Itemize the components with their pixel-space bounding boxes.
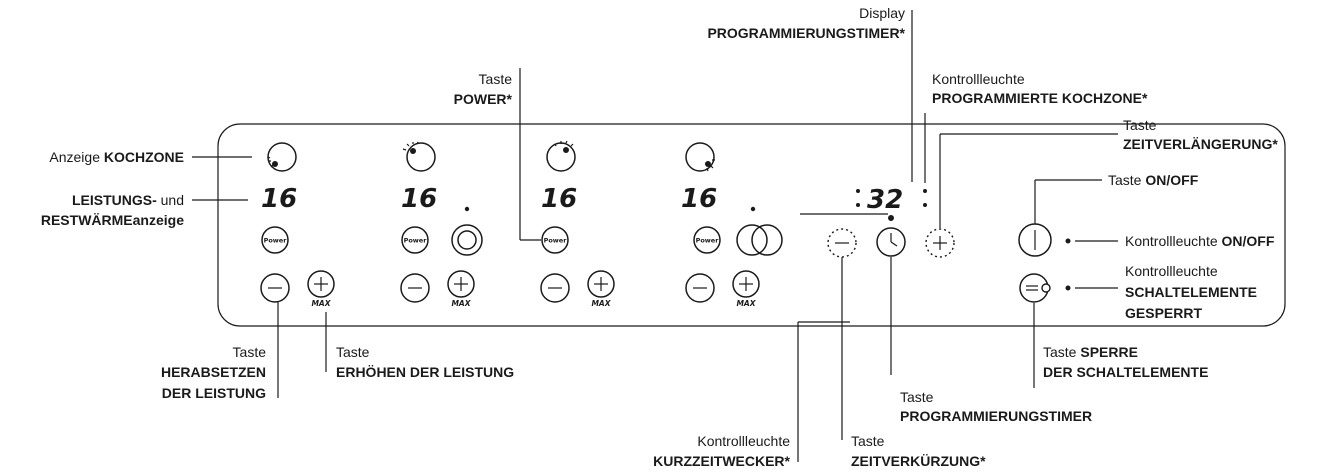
label-lock-lamp-line3: GESPERRT (1125, 305, 1202, 321)
svg-text:Power: Power (404, 237, 428, 245)
label-minute-minder-line2: KURZZEITWECKER* (653, 453, 790, 469)
label-time-extend-line1: Taste (1123, 117, 1157, 133)
power-level-display-4: 16 (681, 184, 717, 214)
dual-zone-button-2[interactable] (451, 224, 483, 256)
svg-text:MAX: MAX (451, 299, 471, 308)
svg-text:Power: Power (544, 237, 568, 245)
label-time-extend-line2: ZEITVERLÄNGERUNG* (1123, 136, 1278, 152)
power-button-4[interactable]: Power (693, 226, 721, 254)
label-timer-key-line2: PROGRAMMIERUNGSTIMER (900, 408, 1092, 424)
label-lamp-programmed-zone-line2: PROGRAMMIERTE KOCHZONE* (932, 90, 1148, 106)
zone-indicator-3 (546, 140, 576, 172)
label-time-reduce-line1: Taste (851, 433, 885, 449)
label-decrease-line2: HERABSETZEN (161, 364, 266, 380)
label-onoff-lamp: Kontrollleuchte ON/OFF (1125, 233, 1275, 249)
label-increase-line1: Taste (336, 344, 370, 360)
power-button-2[interactable]: Power (401, 226, 429, 254)
extend-zone-button-4[interactable] (736, 224, 783, 256)
svg-text:MAX: MAX (591, 299, 611, 308)
label-power-key-line1: Taste (479, 71, 513, 87)
label-lock-lamp-line2: SCHALTELEMENTE (1125, 284, 1257, 300)
leader-lines (192, 10, 1118, 462)
svg-text:MAX: MAX (736, 299, 756, 308)
timer-display: 32 (856, 185, 927, 215)
plus-button-2[interactable]: MAX (447, 270, 475, 308)
label-increase-line2: ERHÖHEN DER LEISTUNG (336, 364, 514, 380)
power-button-3[interactable]: Power (541, 226, 569, 254)
power-level-display-1: 16 (261, 184, 297, 214)
label-power-key-line2: POWER* (454, 91, 513, 107)
label-decrease-line3: DER LEISTUNG (162, 385, 266, 401)
label-lamp-programmed-zone-line1: Kontrollleuchte (932, 71, 1025, 87)
plus-button-1[interactable]: MAX (307, 270, 335, 308)
power-level-display-2: 16 (401, 184, 437, 214)
power-level-display-3: 16 (541, 184, 577, 214)
dual-zone-lamp-4 (750, 206, 756, 212)
plus-button-3[interactable]: MAX (587, 270, 615, 308)
timer-plus-button[interactable] (925, 228, 955, 258)
label-timer-key-line1: Taste (900, 389, 934, 405)
label-display-line1: Display (859, 5, 905, 21)
label-zone-indicator: Anzeige KOCHZONE (49, 149, 184, 165)
zone-indicator-2 (402, 141, 436, 172)
label-power-heat-line1: LEISTUNGS- und (72, 192, 184, 208)
label-time-reduce-line2: ZEITVERKÜRZUNG* (851, 453, 986, 469)
lock-button[interactable] (1019, 273, 1051, 303)
label-display-line2: PROGRAMMIERUNGSTIMER* (707, 25, 905, 41)
label-lock-key-line1: Taste SPERRE (1043, 344, 1138, 360)
label-lock-lamp-line1: Kontrollleuchte (1125, 263, 1218, 279)
plus-button-4[interactable]: MAX (732, 270, 760, 308)
zone-indicator-1 (267, 142, 297, 172)
label-power-heat-line2: RESTWÄRMEanzeige (41, 212, 184, 228)
power-button-1[interactable]: Power (261, 226, 289, 254)
lock-lamp (1065, 285, 1071, 291)
timer-clock-button[interactable] (876, 227, 906, 257)
svg-text:MAX: MAX (311, 299, 331, 308)
control-panel-outline (217, 123, 1286, 327)
onoff-button[interactable] (1018, 223, 1052, 257)
svg-text:Power: Power (264, 237, 288, 245)
onoff-lamp (1065, 238, 1071, 244)
timer-minus-button[interactable] (827, 228, 857, 258)
minus-button-1[interactable] (260, 273, 290, 303)
zone-indicator-4 (685, 142, 715, 172)
minus-button-3[interactable] (540, 273, 570, 303)
dual-zone-lamp-2 (464, 206, 470, 212)
minus-button-2[interactable] (400, 273, 430, 303)
minute-minder-lamp (888, 215, 894, 221)
label-onoff-key: Taste ON/OFF (1108, 172, 1199, 188)
svg-text:32: 32 (867, 185, 903, 215)
svg-text:Power: Power (696, 237, 720, 245)
label-minute-minder-line1: Kontrollleuchte (697, 433, 790, 449)
minus-button-4[interactable] (685, 273, 715, 303)
label-lock-key-line2: DER SCHALTELEMENTE (1043, 364, 1208, 380)
label-decrease-line1: Taste (233, 344, 267, 360)
